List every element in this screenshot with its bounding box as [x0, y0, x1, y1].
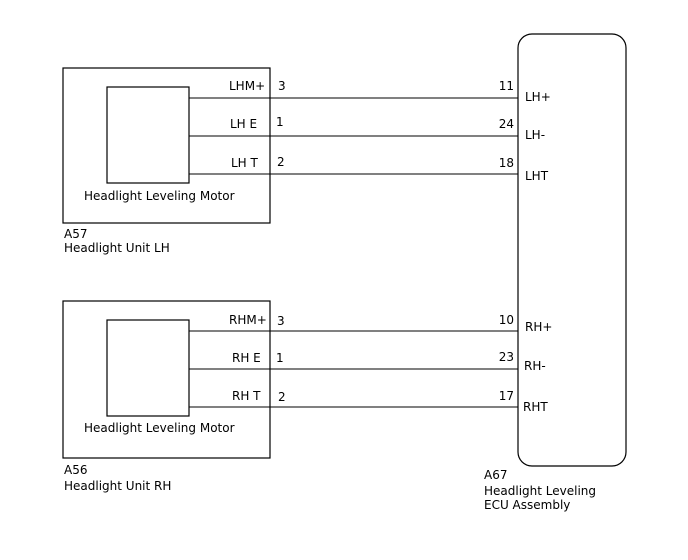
- lh-wire-3-unit-pin: 2: [277, 155, 285, 169]
- rh-wire-2: RH E 1 23 RH-: [189, 350, 546, 373]
- rh-wire-2-ecu-pin: 23: [499, 350, 514, 364]
- rh-unit-code: A56: [64, 463, 87, 477]
- rh-wire-1-ecu-pin: 10: [499, 313, 514, 327]
- lh-wire-2-unit-pin: 1: [276, 115, 284, 129]
- lh-unit-code: A57: [64, 227, 87, 241]
- lh-wire-1-ecu-pin: 11: [499, 79, 514, 93]
- lh-wire-3: LH T 2 18 LHT: [189, 155, 549, 183]
- lh-wire-2-ecu-terminal: LH-: [525, 128, 545, 142]
- rh-leveling-motor-box: [106, 319, 190, 417]
- lh-unit-name: Headlight Unit LH: [64, 241, 170, 255]
- rh-motor-label: Headlight Leveling Motor: [84, 421, 235, 435]
- lh-wire-3-ecu-terminal: LHT: [525, 169, 549, 183]
- rh-wire-2-ecu-terminal: RH-: [524, 359, 546, 373]
- rh-wire-1-unit-pin: 3: [277, 314, 285, 328]
- rh-wire-3: RH T 2 17 RHT: [189, 389, 548, 414]
- lh-motor-label: Headlight Leveling Motor: [84, 189, 235, 203]
- rh-wire-1-ecu-terminal: RH+: [525, 320, 552, 334]
- rh-wire-3-unit-pin: 2: [278, 390, 286, 404]
- lh-wire-3-ecu-pin: 18: [499, 156, 514, 170]
- lh-wire-1-signal: LHM+: [229, 79, 265, 93]
- rh-wire-1-signal: RHM+: [229, 313, 267, 327]
- rh-wire-1: RHM+ 3 10 RH+: [189, 313, 552, 334]
- lh-wire-1: LHM+ 3 11 LH+: [189, 79, 551, 104]
- lh-leveling-motor-box: [106, 86, 190, 184]
- ecu-assembly-box: [517, 33, 627, 467]
- rh-unit-name: Headlight Unit RH: [64, 479, 171, 493]
- rh-wire-3-ecu-pin: 17: [499, 389, 514, 403]
- rh-wire-3-signal: RH T: [232, 389, 261, 403]
- lh-wire-2-ecu-pin: 24: [499, 117, 514, 131]
- ecu-name-line1: Headlight Leveling: [484, 484, 596, 498]
- rh-wire-2-unit-pin: 1: [276, 351, 284, 365]
- lh-wire-2-signal: LH E: [230, 117, 257, 131]
- ecu-code: A67: [484, 468, 507, 482]
- lh-wire-3-signal: LH T: [231, 156, 259, 170]
- rh-wire-3-ecu-terminal: RHT: [523, 400, 548, 414]
- rh-wire-2-signal: RH E: [232, 351, 261, 365]
- lh-wire-2: LH E 1 24 LH-: [189, 115, 545, 142]
- lh-wire-1-ecu-terminal: LH+: [525, 90, 551, 104]
- lh-wire-1-unit-pin: 3: [278, 79, 286, 93]
- ecu-name-line2: ECU Assembly: [484, 498, 570, 512]
